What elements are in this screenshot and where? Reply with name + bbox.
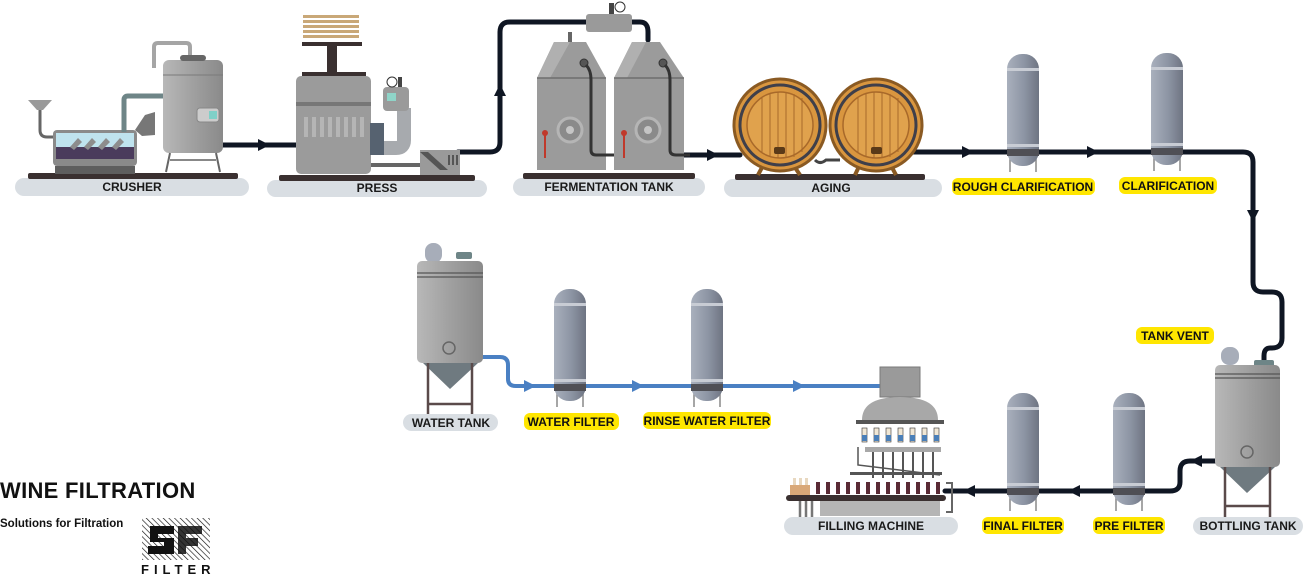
barrel-icon <box>732 77 924 177</box>
filling-machine-label-bg <box>784 517 958 535</box>
pre-filter-station: PRE FILTER <box>1093 392 1165 534</box>
arrow-right-icon <box>524 380 536 392</box>
water-filter-station: WATER FILTER <box>524 288 619 430</box>
final-filter-label-bg <box>982 517 1064 534</box>
rough-clarification-label: ROUGH CLARIFICATION <box>953 180 1093 194</box>
press-label: PRESS <box>357 181 398 195</box>
clarification-label-bg <box>1119 177 1217 194</box>
arrow-up-icon <box>494 84 506 96</box>
filter-housing-icon <box>553 288 587 408</box>
sf-filter-logo-icon <box>142 518 210 560</box>
arrow-right-icon <box>632 380 644 392</box>
gauge-icon <box>614 1 626 13</box>
rinse-water-filter-station: RINSE WATER FILTER <box>643 288 771 429</box>
crusher-station: CRUSHER <box>15 41 249 196</box>
aging-label: AGING <box>811 181 850 195</box>
filter-housing-icon <box>1150 52 1184 172</box>
water-tank-label: WATER TANK <box>412 416 491 430</box>
arrow-down-icon <box>1247 210 1259 222</box>
pre-filter-label: PRE FILTER <box>1094 519 1163 533</box>
wine-flow-arrows <box>258 84 1259 497</box>
bottling-tank-label: BOTTLING TANK <box>1199 519 1296 533</box>
arrow-right-icon <box>1087 146 1099 158</box>
fermentation-tank-icon <box>537 1 690 170</box>
pre-filter-label-bg <box>1093 517 1165 534</box>
bottling-tank-station: BOTTLING TANK <box>1193 347 1303 535</box>
water-tank-label-bg <box>403 414 498 431</box>
crusher-label-bg <box>15 178 249 196</box>
filter-housing-icon <box>1006 392 1040 512</box>
fermentation-station: FERMENTATION TANK <box>513 1 705 196</box>
filter-housing-icon <box>1006 53 1040 173</box>
final-filter-label: FINAL FILTER <box>983 519 1063 533</box>
water-tank-station: WATER TANK <box>403 243 498 431</box>
final-filter-station: FINAL FILTER <box>982 392 1064 534</box>
filter-housing-icon <box>1112 392 1146 512</box>
press-icon <box>296 15 460 175</box>
pipe-aging-clarification <box>909 149 1285 363</box>
pipe-water <box>482 355 885 388</box>
crusher-icon <box>28 41 223 174</box>
clarification-station: CLARIFICATION <box>1119 52 1217 194</box>
filling-machine-label: FILLING MACHINE <box>818 519 924 533</box>
pressure-gauge-housing <box>586 14 632 32</box>
pipe-bottling-filters <box>942 458 1219 494</box>
clarification-label: CLARIFICATION <box>1122 179 1214 193</box>
arrow-left-icon <box>963 485 975 497</box>
tank-vent-label: TANK VENT <box>1141 329 1209 343</box>
fermentation-label-bg <box>513 178 705 196</box>
bottling-tank-icon <box>1215 347 1280 520</box>
rough-clarification-station: ROUGH CLARIFICATION <box>952 53 1095 195</box>
bottling-tank-label-bg <box>1193 517 1303 535</box>
arrow-right-icon <box>793 380 805 392</box>
arrow-left-icon <box>1190 455 1202 467</box>
arrow-left-icon <box>1068 485 1080 497</box>
pipe-fermentation-top <box>629 19 651 43</box>
vent-icon <box>1221 347 1239 365</box>
page-title: WINE FILTRATION <box>0 478 196 503</box>
rough-clarification-label-bg <box>952 178 1095 195</box>
filling-machine-station: FILLING MACHINE <box>784 366 958 535</box>
tank-vent-label-bg <box>1136 327 1214 344</box>
arrow-right-icon <box>962 146 974 158</box>
page-subtitle: Solutions for Filtration <box>0 518 124 530</box>
fermentation-label: FERMENTATION TANK <box>544 180 674 194</box>
water-tank-icon <box>417 243 483 414</box>
logo-text: FILTER <box>141 562 216 577</box>
rinse-water-filter-label-bg <box>643 412 771 429</box>
arrow-right-icon <box>258 139 270 151</box>
filter-housing-icon <box>690 288 724 408</box>
water-pipeline <box>482 355 885 388</box>
water-filter-label-bg <box>524 413 619 430</box>
crusher-label: CRUSHER <box>102 180 162 194</box>
aging-label-bg <box>724 179 942 197</box>
water-filter-label: WATER FILTER <box>528 415 615 429</box>
press-label-bg <box>267 180 487 197</box>
filling-machine-icon <box>786 366 953 518</box>
rinse-water-filter-label: RINSE WATER FILTER <box>644 414 771 428</box>
arrow-right-icon <box>707 149 719 161</box>
water-flow-arrows <box>524 380 805 392</box>
press-station: PRESS <box>267 15 487 197</box>
aging-station: AGING <box>724 77 942 197</box>
tank-vent-callout: TANK VENT <box>1136 327 1214 344</box>
